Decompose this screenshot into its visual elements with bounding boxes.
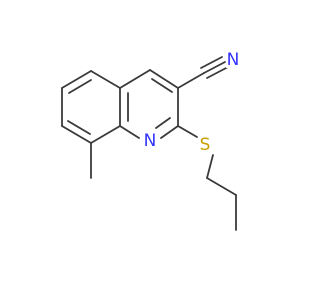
bond-layer: [61, 56, 237, 231]
molecule-structure: N N S: [61, 50, 240, 231]
atom-label-ring-nitrogen: N: [144, 131, 157, 151]
bond-cn-triple-a: [203, 61, 226, 74]
bond-c2-n1: [160, 125, 179, 139]
atom-label-nitrile-nitrogen: N: [227, 50, 240, 70]
bond-c6-c5: [61, 70, 92, 89]
atom-label-layer: N N S: [143, 50, 240, 155]
bond-c8-c7: [61, 125, 92, 144]
bond-c4-c3-double: [151, 78, 173, 93]
bond-c3-cn: [177, 72, 205, 89]
label-mask-n1: [143, 132, 157, 148]
bond-cn-triple-b: [200, 56, 223, 69]
bond-c8-c7-double: [67, 120, 91, 135]
bond-n1-c8a: [119, 125, 140, 139]
bond-s-pr1: [206, 154, 214, 179]
bond-cn-triple-c: [206, 66, 229, 79]
bond-c5-c4a: [90, 70, 121, 89]
bond-pr1-pr2: [206, 177, 237, 196]
bond-c2-s: [177, 125, 198, 138]
label-mask-sulfur: [198, 136, 212, 152]
atom-label-sulfur: S: [200, 135, 211, 155]
bond-c2-n1-double: [155, 117, 171, 129]
bond-c4a-c4: [119, 69, 151, 89]
bond-c8a-c8: [90, 125, 121, 144]
bond-c6-c5-double: [68, 79, 92, 94]
label-mask-nitrile-n: [226, 52, 240, 68]
bond-c4-c3: [149, 69, 179, 89]
